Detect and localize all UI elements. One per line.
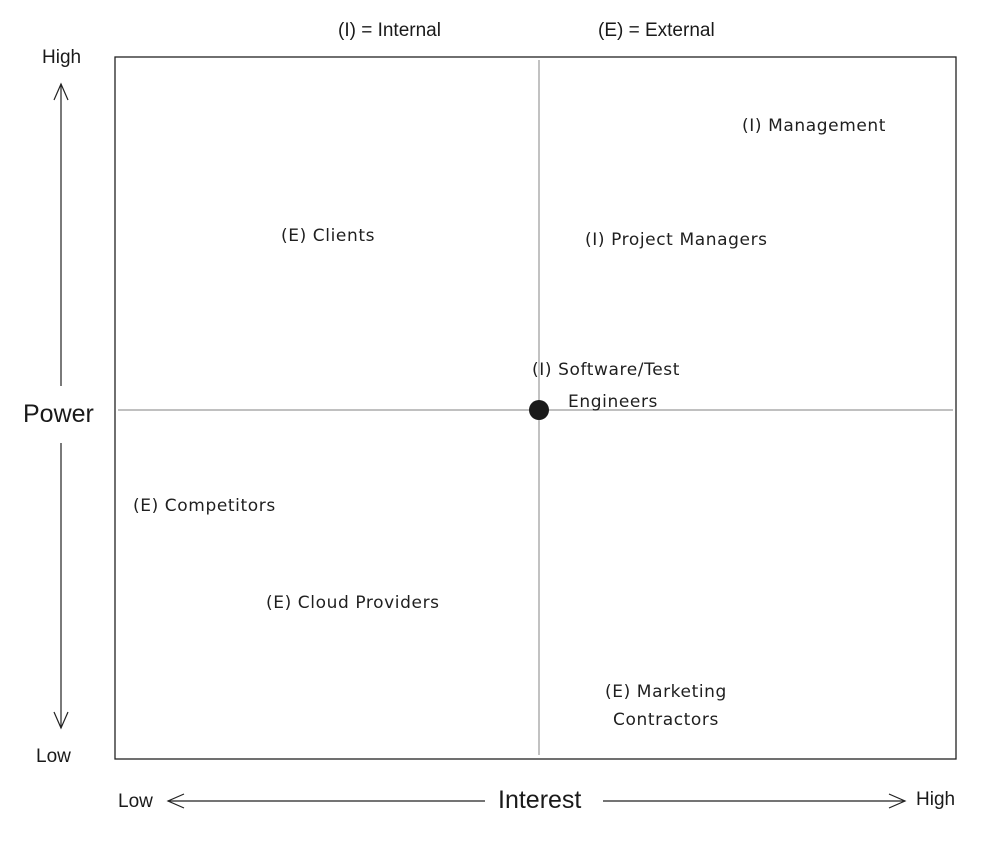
interest-axis-arrow <box>166 793 907 809</box>
stakeholder-line: Engineers <box>568 392 658 412</box>
stakeholder-line: (I) Software/Test <box>531 360 681 380</box>
stakeholder-marketing-contractors: (E) Marketing Contractors <box>605 676 727 736</box>
stakeholder-software-test-engineers: (I) Software/Test Engineers <box>500 354 712 418</box>
stakeholder-line: Contractors <box>613 710 719 730</box>
y-axis-title: Power <box>23 400 94 428</box>
legend-external: (E) = External <box>598 20 715 41</box>
grid-frame <box>114 56 957 760</box>
stakeholder-cloud-providers: (E) Cloud Providers <box>266 593 440 613</box>
stakeholder-clients: (E) Clients <box>281 226 376 246</box>
x-axis-high-label: High <box>916 789 956 810</box>
stakeholder-line: (E) Marketing <box>605 682 727 702</box>
x-axis-title: Interest <box>498 786 582 814</box>
legend-internal: (I) = Internal <box>338 20 441 41</box>
y-axis-high-label: High <box>42 47 82 68</box>
stakeholder-project-managers: (I) Project Managers <box>585 230 768 250</box>
stakeholder-management: (I) Management <box>742 116 887 136</box>
center-dot <box>529 400 549 420</box>
power-axis-arrow <box>53 82 69 730</box>
stakeholder-competitors: (E) Competitors <box>133 496 276 516</box>
y-axis-low-label: Low <box>36 746 71 767</box>
x-axis-low-label: Low <box>118 791 153 812</box>
